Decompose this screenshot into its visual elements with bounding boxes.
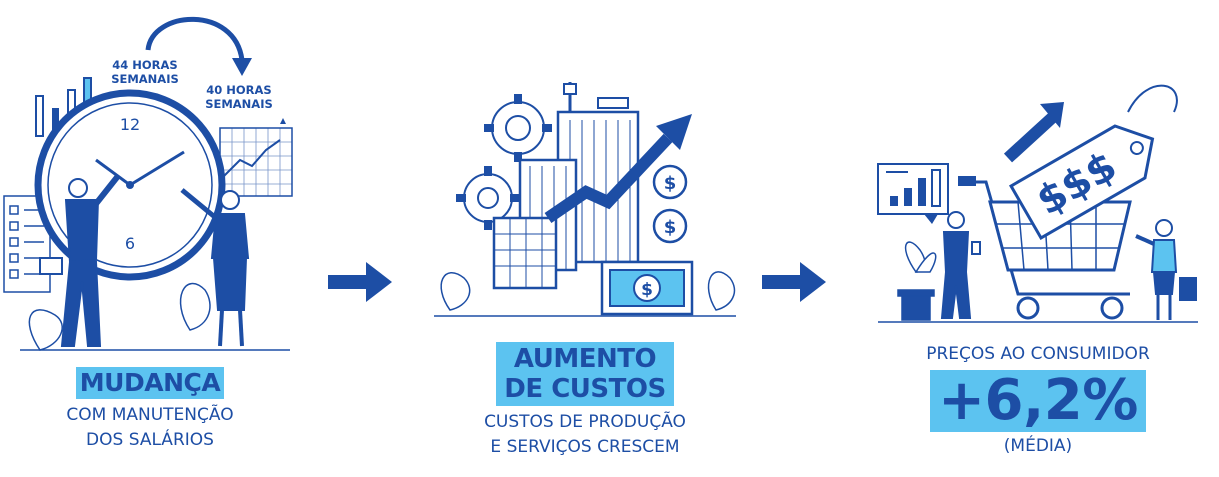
man-figure-icon [940,211,981,319]
woman-figure-icon [180,188,250,347]
step-2-subtitle-line-2: E SERVIÇOS CRESCEM [490,437,680,457]
clock-number-12: 12 [120,115,140,134]
price-tag-icon: $$$ [1008,124,1155,241]
svg-text:$: $ [664,217,677,238]
arrow-right-icon [762,262,826,302]
growth-arrow-icon [544,133,673,223]
shopping-scene-icon: $$$ [877,84,1198,323]
step-3-caption: PREÇOS AO CONSUMIDOR [926,344,1150,364]
step-3-note: (MÉDIA) [1003,436,1073,456]
step-3-value: +6,2% [930,370,1146,432]
step-2-illustration: $ $ $ [430,70,740,330]
step-2-subtitle-line-1: CUSTOS DE PRODUÇÃO [484,412,686,432]
step-3-label: PREÇOS AO CONSUMIDOR +6,2% (MÉDIA) [888,342,1188,459]
arrow-right-icon [328,262,392,302]
woman-figure-icon [1135,219,1197,320]
step-1-subtitle-line-2: DOS SALÁRIOS [86,430,214,450]
man-figure-icon [39,174,121,347]
svg-text:$: $ [641,280,653,300]
factory-icon: $ $ $ [434,82,736,317]
step-1-label: MUDANÇA COM MANUTENÇÃO DOS SALÁRIOS [10,367,290,453]
clock-scene-icon: 12 6 [3,16,293,351]
coin-icon [652,208,688,244]
step-3-illustration: $$$ [868,72,1208,332]
step-1-subtitle-line-1: COM MANUTENÇÃO [66,405,234,425]
clock-number-6: 6 [125,234,135,253]
curved-arrow-icon [145,16,245,61]
svg-text:$: $ [664,173,677,194]
coin-icon [652,164,688,200]
step-1-title: MUDANÇA [75,367,225,399]
